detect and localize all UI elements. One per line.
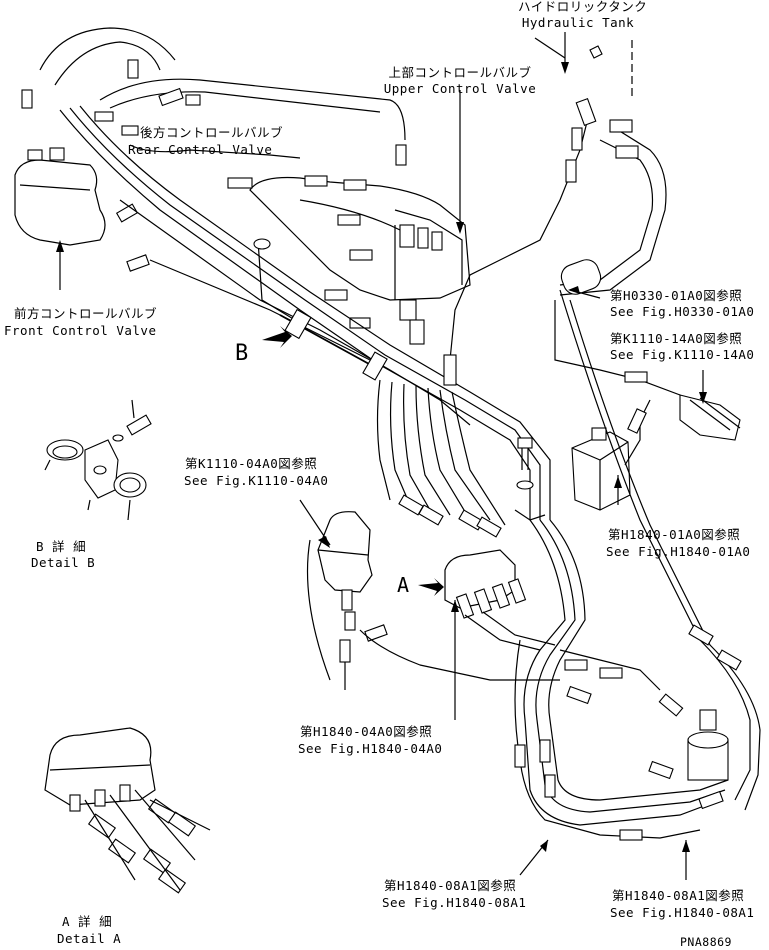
marker-a: A: [397, 573, 410, 597]
front-control-valve-drawing: [14, 147, 150, 290]
ref-h1840-08-center-en: See Fig.H1840-08A1: [382, 895, 527, 910]
detail-b-label-jp: B 詳 細: [36, 539, 87, 554]
swing-motor-drawing: [299, 499, 560, 690]
ref-h1840-01-jp: 第H1840-01A0図参照: [608, 527, 741, 542]
detail-a-label-en: Detail A: [57, 931, 122, 946]
detail-a-drawing: [44, 727, 211, 894]
ref-h1840-01-en: See Fig.H1840-01A0: [606, 544, 751, 559]
ref-h0330-jp: 第H0330-01A0図参照: [610, 288, 743, 303]
hydraulic-tank-label-jp: ハイドロリックタンク: [518, 0, 648, 14]
ref-h1840-08-center-jp: 第H1840-08A1図参照: [384, 878, 517, 893]
detail-b-label-en: Detail B: [31, 555, 96, 570]
drawing-number: PNA8869: [680, 935, 732, 949]
detail-a-label-jp: A 詳 細: [62, 914, 113, 929]
ref-h1840-08-right-en: See Fig.H1840-08A1: [610, 905, 755, 920]
ref-h0330-en: See Fig.H0330-01A0: [610, 304, 755, 319]
rear-control-valve-drawing: [21, 27, 407, 329]
front-valve-label-en: Front Control Valve: [4, 323, 157, 338]
upper-valve-label-en: Upper Control Valve: [383, 81, 537, 96]
rear-valve-label-en: Rear Control Valve: [128, 142, 273, 157]
misc-leaders: [568, 286, 601, 299]
detail-b-drawing: [44, 399, 152, 521]
front-valve-label-jp: 前方コントロールバルブ: [14, 306, 158, 321]
marker-b: B: [235, 341, 249, 366]
pilot-valve-drawing: [571, 399, 651, 511]
ref-h1840-04-en: See Fig.H1840-04A0: [298, 741, 443, 756]
main-hose-bundle: [59, 105, 551, 526]
tank-hoses: [443, 97, 741, 441]
bolt-washer: [514, 437, 546, 521]
upper-valve-label-jp: 上部コントロールバルブ: [388, 65, 532, 80]
ref-k1110-14-en: See Fig.K1110-14A0: [610, 347, 755, 362]
lower-right-piping-drawing: [514, 289, 761, 880]
ref-k1110-14-jp: 第K1110-14A0図参照: [610, 331, 743, 346]
rear-valve-label-jp: 後方コントロールバルブ: [140, 125, 284, 140]
ref-k1110-04-jp: 第K1110-04A0図参照: [185, 456, 318, 471]
ref-h1840-04-jp: 第H1840-04A0図参照: [300, 724, 433, 739]
distribution-block-drawing: [398, 494, 556, 720]
ref-k1110-04-en: See Fig.K1110-04A0: [184, 473, 329, 488]
hydraulic-tank-leader: [534, 32, 633, 100]
marker-arrows: [262, 326, 444, 596]
upper-control-valve-drawing: [249, 90, 471, 345]
ref-h1840-08-right-jp: 第H1840-08A1図参照: [612, 888, 745, 903]
hydraulic-tank-label-en: Hydraulic Tank: [521, 15, 635, 30]
